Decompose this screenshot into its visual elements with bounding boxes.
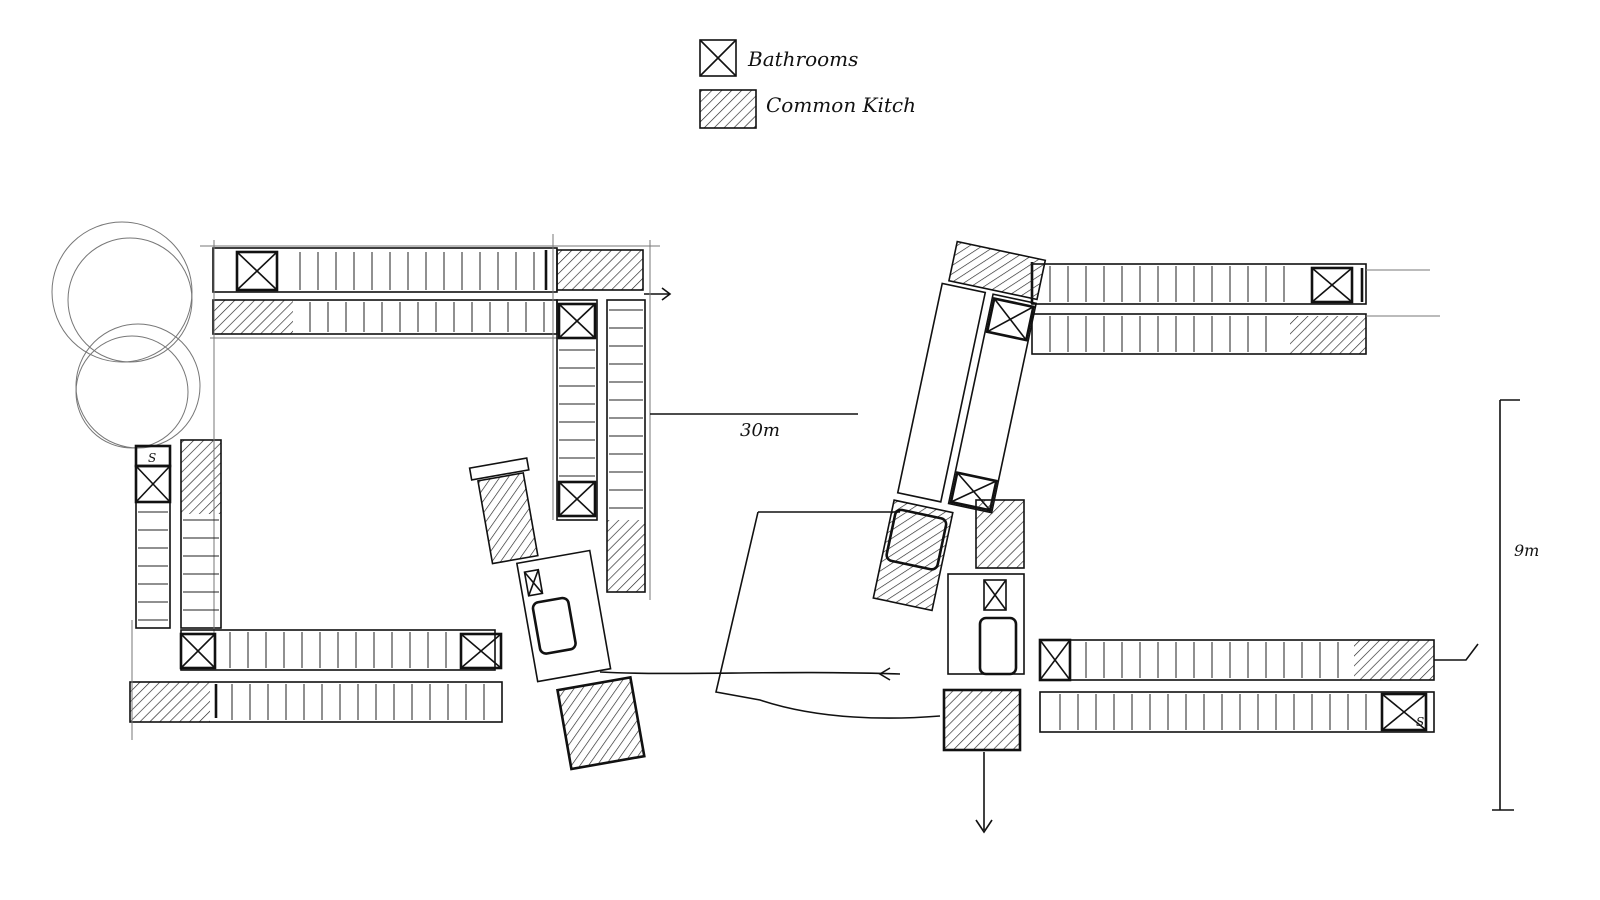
dimension-line-right: 9m <box>1492 399 1539 811</box>
dimension-right-label: 9m <box>1514 541 1539 560</box>
legend-bathroom-label: Bathrooms <box>747 47 858 71</box>
stair-mark-right: S <box>1416 715 1424 729</box>
left-east-wing <box>552 234 651 600</box>
left-building: S <box>51 221 672 771</box>
legend-bathroom-swatch <box>699 39 737 77</box>
left-bottom-wing <box>129 620 503 740</box>
right-core <box>942 499 1025 834</box>
stair-mark-left: S <box>148 451 156 465</box>
right-top-wing <box>1030 262 1440 355</box>
left-rotated-core <box>468 457 646 771</box>
right-bottom-wing: S <box>1038 638 1479 733</box>
legend-common-label: Common Kitch <box>766 93 916 117</box>
legend-common-swatch <box>699 89 757 129</box>
tree-sketch-circles <box>51 221 201 449</box>
room-partitions <box>138 252 1367 730</box>
dimension-30m: 30m <box>740 420 780 441</box>
right-building: S 9m <box>872 240 1539 834</box>
left-west-wing: S <box>134 240 222 640</box>
right-rotated-wing <box>872 240 1047 612</box>
left-top-wing <box>200 245 672 339</box>
legend: Bathrooms Common Kitch <box>699 39 916 129</box>
site-connector: 30m <box>599 413 941 719</box>
